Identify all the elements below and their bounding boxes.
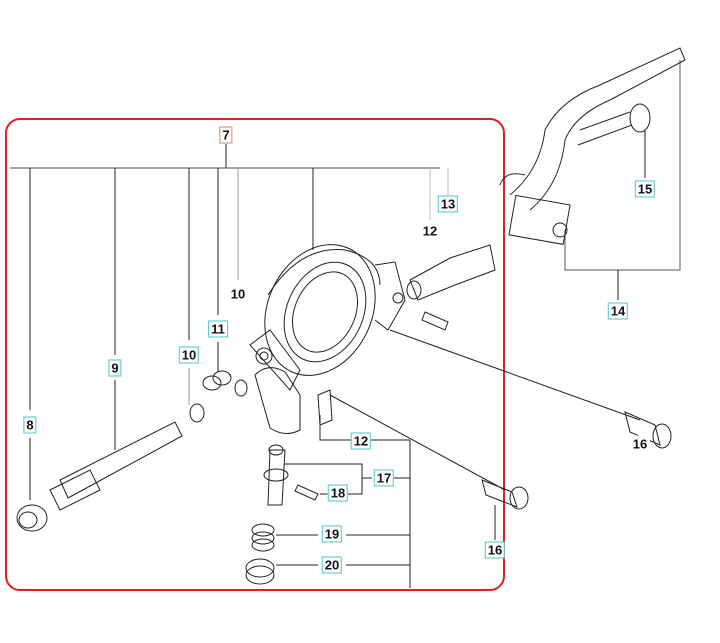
part-label-7[interactable]: 7 xyxy=(219,126,233,144)
part-label-12-upper[interactable]: 12 xyxy=(419,222,441,240)
assembly-highlight-frame xyxy=(5,118,505,591)
part-label-15[interactable]: 15 xyxy=(634,180,656,198)
part-label-10-boxed[interactable]: 10 xyxy=(178,346,200,364)
part-label-8[interactable]: 8 xyxy=(23,416,37,434)
part-label-18[interactable]: 18 xyxy=(327,484,349,502)
part-label-13[interactable]: 13 xyxy=(437,195,459,213)
part-label-12-lower[interactable]: 12 xyxy=(350,432,372,450)
part-label-14[interactable]: 14 xyxy=(607,302,629,320)
part-label-20[interactable]: 20 xyxy=(321,556,343,574)
part-label-17[interactable]: 17 xyxy=(373,469,395,487)
part-label-16-lower[interactable]: 16 xyxy=(484,541,506,559)
part-label-9[interactable]: 9 xyxy=(108,359,122,377)
part-label-10[interactable]: 10 xyxy=(227,285,249,303)
part-label-11[interactable]: 11 xyxy=(208,320,228,338)
part-label-19[interactable]: 19 xyxy=(321,525,343,543)
part-label-16-right[interactable]: 16 xyxy=(629,435,651,453)
